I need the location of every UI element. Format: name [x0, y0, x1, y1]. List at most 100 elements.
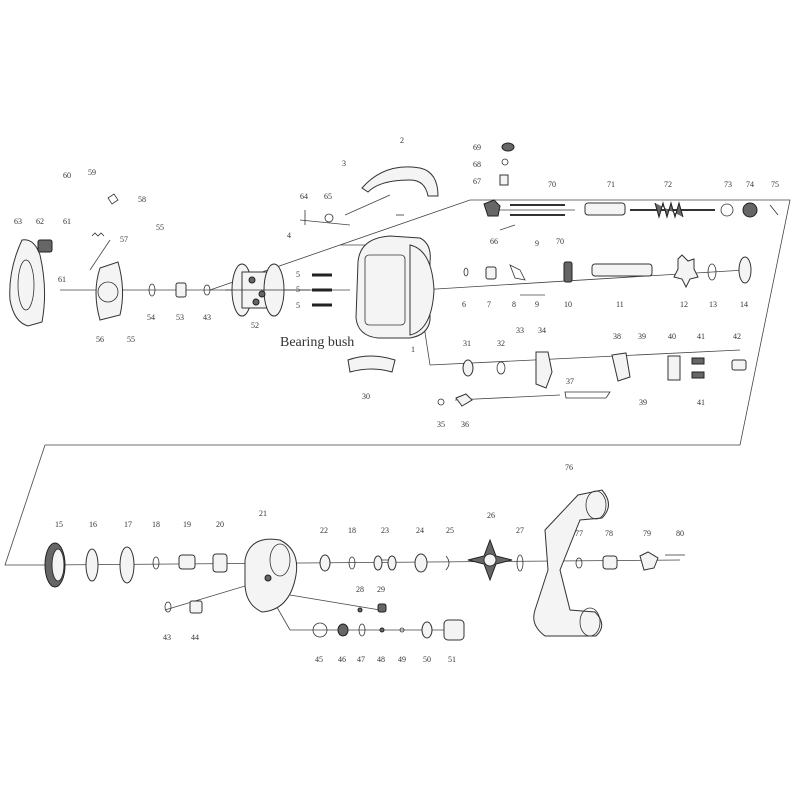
part-label: 40	[668, 332, 676, 341]
part-label: 18	[152, 520, 160, 529]
part-label: 38	[613, 332, 621, 341]
assembly-guide-lines	[4, 194, 791, 631]
part-label: 27	[516, 526, 524, 535]
part-label: 31	[463, 339, 471, 348]
part-label: 20	[216, 520, 224, 529]
part-label: 67	[473, 177, 481, 186]
part-label: 10	[564, 300, 572, 309]
part-label: 76	[565, 463, 573, 472]
part-label: 52	[251, 321, 259, 330]
part-label: 61	[58, 275, 66, 284]
part-label: 61	[63, 217, 71, 226]
part-label: 1	[411, 345, 415, 354]
main-gear-15	[44, 542, 66, 588]
part-label: 9	[535, 300, 539, 309]
handle-76	[533, 489, 609, 637]
part-label: 35	[437, 420, 445, 429]
part-label: 72	[664, 180, 672, 189]
part-label: 77	[575, 529, 583, 538]
part-label: 14	[740, 300, 748, 309]
part-label: 42	[733, 332, 741, 341]
part-label: 41	[697, 398, 705, 407]
part-label: 12	[680, 300, 688, 309]
part-label: 39	[639, 398, 647, 407]
thumb-bar-30	[347, 355, 396, 373]
knob-62	[37, 239, 53, 253]
pawl-66	[483, 199, 501, 217]
bearing-bush-annotation: Bearing bush	[280, 335, 354, 350]
part-label: 25	[446, 526, 454, 535]
part-label: 48	[377, 655, 385, 664]
part-label: 47	[357, 655, 365, 664]
part-label: 21	[259, 509, 267, 518]
star-drag-26	[467, 538, 513, 582]
part-label: 11	[616, 300, 624, 309]
part-label: 60	[63, 171, 71, 180]
part-label: 5	[296, 301, 300, 310]
part-label: 50	[423, 655, 431, 664]
part-label: 70	[548, 180, 556, 189]
part-label: 79	[643, 529, 651, 538]
part-label: 24	[416, 526, 424, 535]
part-label: 33	[516, 326, 524, 335]
part-label: 71	[607, 180, 615, 189]
part-label: 23	[381, 526, 389, 535]
part-label: 18	[348, 526, 356, 535]
part-label: 45	[315, 655, 323, 664]
part-label: 62	[36, 217, 44, 226]
part-label: 66	[490, 237, 498, 246]
part-label: 9	[535, 239, 539, 248]
part-label: 80	[676, 529, 684, 538]
part-label: 75	[771, 180, 779, 189]
part-label: 43	[203, 313, 211, 322]
clip-58	[107, 193, 119, 205]
part-label: 56	[96, 335, 104, 344]
main-frame-1	[355, 214, 435, 339]
part-label: 29	[377, 585, 385, 594]
frame-top-2	[361, 166, 439, 197]
side-cover-56	[95, 261, 124, 321]
part-label: 73	[724, 180, 732, 189]
spring-57	[91, 232, 105, 237]
part-label: 70	[556, 237, 564, 246]
part-label: 49	[398, 655, 406, 664]
spool-52	[225, 263, 310, 317]
part-label: 57	[120, 235, 128, 244]
part-label: 58	[138, 195, 146, 204]
part-label: 78	[605, 529, 613, 538]
part-label: 51	[448, 655, 456, 664]
part-label: 44	[191, 633, 199, 642]
side-plate-63	[9, 239, 46, 327]
part-label: 64	[300, 192, 308, 201]
part-label: 55	[127, 335, 135, 344]
part-label: 13	[709, 300, 717, 309]
part-label: 3	[342, 159, 346, 168]
part-label: 30	[362, 392, 370, 401]
part-label: 68	[473, 160, 481, 169]
part-label: 63	[14, 217, 22, 226]
part-label: 54	[147, 313, 155, 322]
part-label: 17	[124, 520, 132, 529]
part-label: 19	[183, 520, 191, 529]
part-label: 4	[287, 231, 291, 240]
part-label: 37	[566, 377, 574, 386]
part-label: 74	[746, 180, 754, 189]
part-label: 36	[461, 420, 469, 429]
part-label: 65	[324, 192, 332, 201]
part-label: 34	[538, 326, 546, 335]
part-label: 59	[88, 168, 96, 177]
part-label: 43	[163, 633, 171, 642]
parts	[9, 142, 779, 641]
part-label: 22	[320, 526, 328, 535]
part-number-labels: 2 3 4 5 5 5 1 6 7 8 9 9 10 11 12 13 14 1…	[14, 136, 779, 664]
part-label: 6	[462, 300, 466, 309]
part-label: 5	[296, 270, 300, 279]
part-label: 7	[487, 300, 491, 309]
part-label: 26	[487, 511, 495, 520]
side-cover-21	[244, 538, 298, 613]
part-label: 69	[473, 143, 481, 152]
part-label: 28	[356, 585, 364, 594]
part-label: 41	[697, 332, 705, 341]
part-label: 55	[156, 223, 164, 232]
